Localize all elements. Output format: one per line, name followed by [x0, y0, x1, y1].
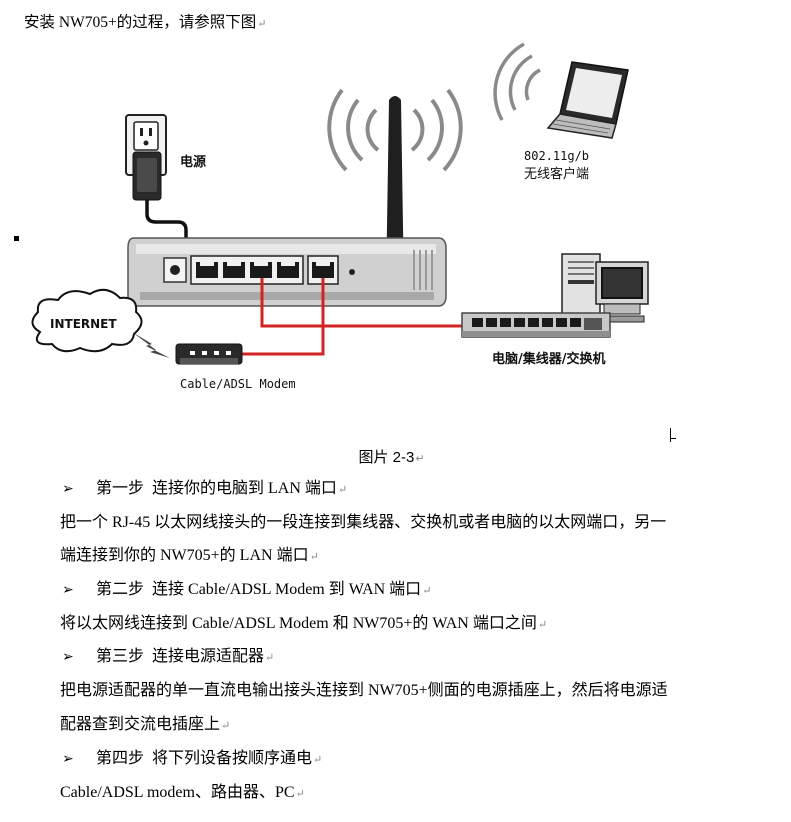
label-internet: INTERNET [50, 317, 117, 331]
step-1-paragraph-line-2: 端连接到你的 NW705+的 LAN 端口↵ [60, 547, 319, 564]
step-title: 连接电源适配器 [152, 648, 265, 665]
arrow-bullet-icon: ➢ [62, 582, 74, 598]
label-pc-hub-switch: 电脑/集线器/交换机 [492, 351, 606, 367]
step-title: 连接 Cable/ADSL Modem 到 WAN 端口 [152, 581, 422, 598]
step-name: 第二步 [96, 581, 145, 598]
desktop-computer [561, 253, 649, 323]
label-wireless-client: 无线客户端 [524, 166, 589, 182]
arrow-bullet-icon: ➢ [62, 751, 74, 767]
arrow-bullet-icon: ➢ [62, 481, 74, 497]
antenna-wireless-waves [327, 88, 463, 172]
router-device [127, 237, 447, 307]
bullet-square [14, 236, 19, 241]
label-power: 电源 [180, 154, 206, 170]
arrow-bullet-icon: ➢ [62, 649, 74, 665]
step-4-paragraph-line-1: Cable/ADSL modem、路由器、PC↵ [60, 784, 305, 801]
label-wireless-standard: 802.11g/b [524, 149, 589, 163]
step-3-paragraph-line-1: 把电源适配器的单一直流电输出接头连接到 NW705+侧面的电源插座上，然后将电源… [60, 682, 668, 699]
step-2-paragraph-line-1: 将以太网线连接到 Cable/ADSL Modem 和 NW705+的 WAN … [60, 615, 548, 632]
paragraph-mark: ↵ [257, 18, 267, 30]
wireless-laptop [493, 42, 629, 139]
step-name: 第三步 [96, 648, 145, 665]
step-3-heading: ➢第三步连接电源适配器↵ [62, 646, 274, 669]
step-title: 连接你的电脑到 LAN 端口 [152, 480, 337, 497]
text-cursor-mark [670, 428, 676, 442]
step-title: 将下列设备按顺序通电 [152, 750, 313, 767]
intro-text-line: 安装 NW705+的过程，请参照下图↵ [24, 12, 266, 35]
caption-text: 图片 2-3↵ [358, 449, 425, 466]
network-setup-diagram: 电源 [31, 42, 649, 391]
step-3-paragraph-line-2: 配器查到交流电插座上↵ [60, 716, 231, 733]
step-4-heading: ➢第四步将下列设备按顺序通电↵ [62, 748, 322, 771]
step-1-paragraph-line-1: 把一个 RJ-45 以太网线接头的一段连接到集线器、交换机或者电脑的以太网端口，… [60, 514, 667, 531]
step-name: 第一步 [96, 480, 145, 497]
lightning-bolt-icon [132, 332, 170, 358]
internet-cloud [31, 288, 143, 353]
step-1-heading: ➢第一步连接你的电脑到 LAN 端口↵ [62, 478, 347, 501]
adsl-modem [175, 343, 243, 365]
step-2-heading: ➢第二步连接 Cable/ADSL Modem 到 WAN 端口↵ [62, 579, 431, 602]
ethernet-cables [240, 278, 463, 356]
network-switch [461, 312, 611, 338]
intro-text: 安装 NW705+的过程，请参照下图 [24, 14, 257, 31]
label-modem: Cable/ADSL Modem [180, 377, 296, 391]
figure-caption: 图片 2-3↵ [0, 447, 791, 470]
step-name: 第四步 [96, 750, 145, 767]
power-adapter [132, 151, 188, 264]
